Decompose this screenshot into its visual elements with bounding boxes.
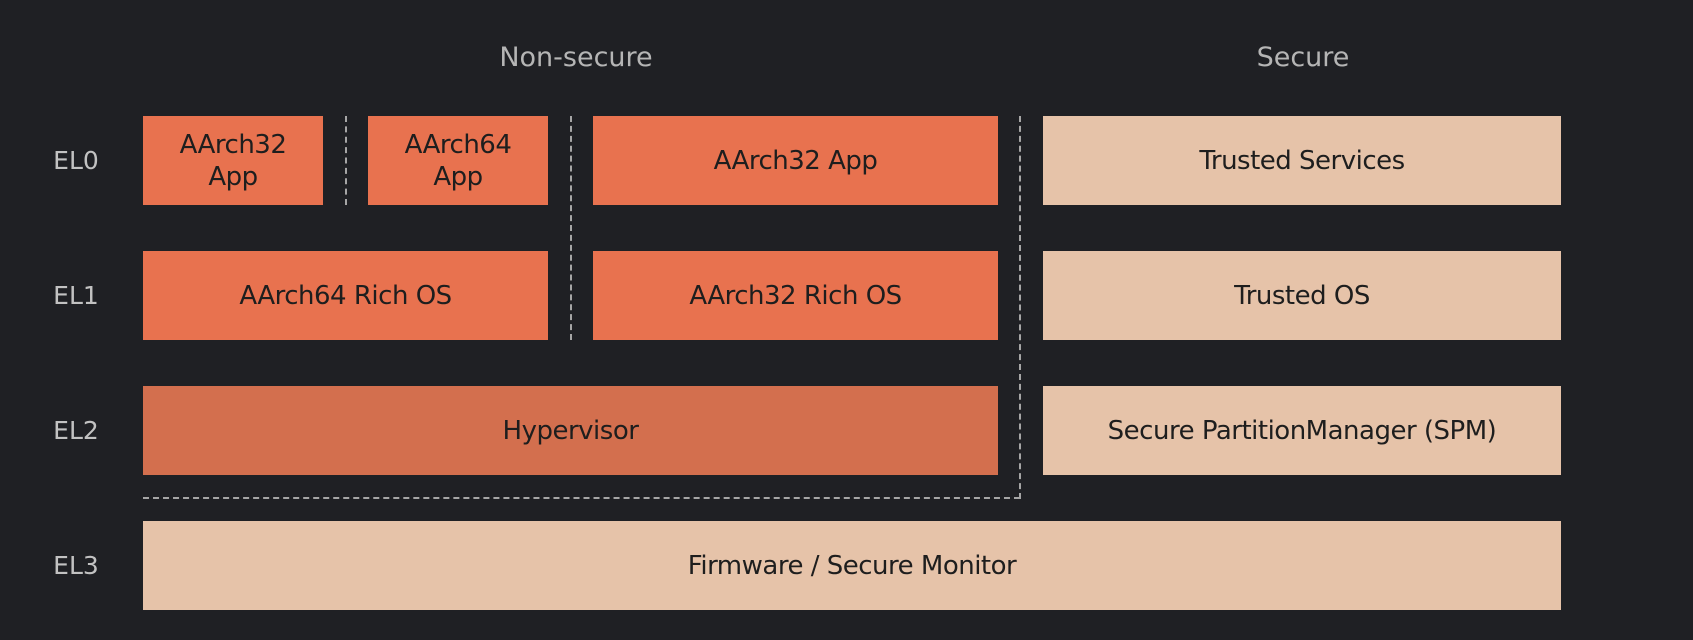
non-secure-boundary-vertical <box>1019 116 1021 499</box>
non-secure-boundary-horizontal <box>143 497 1020 499</box>
el2-label: EL2 <box>53 416 99 445</box>
el0-label: EL0 <box>53 146 99 175</box>
aarch32-rich-os-block: AArch32 Rich OS <box>593 251 998 340</box>
aarch32-app-block: AArch32 App <box>593 116 998 205</box>
el1-label: EL1 <box>53 281 99 310</box>
trusted-services-block: Trusted Services <box>1043 116 1561 205</box>
virtual-machine-divider <box>570 116 572 340</box>
aarch64-app-block: AArch64 App <box>368 116 548 205</box>
hypervisor-block: Hypervisor <box>143 386 998 475</box>
secure-heading: Secure <box>1256 42 1350 73</box>
trusted-os-block: Trusted OS <box>1043 251 1561 340</box>
el3-label: EL3 <box>53 551 99 580</box>
el0-app-divider <box>345 116 347 205</box>
aarch64-rich-os-block: AArch64 Rich OS <box>143 251 548 340</box>
secure-partition-manager-block: Secure PartitionManager (SPM) <box>1043 386 1561 475</box>
firmware-secure-monitor-block: Firmware / Secure Monitor <box>143 521 1561 610</box>
non-secure-heading: Non-secure <box>499 42 653 73</box>
aarch32-app-small-block: AArch32 App <box>143 116 323 205</box>
